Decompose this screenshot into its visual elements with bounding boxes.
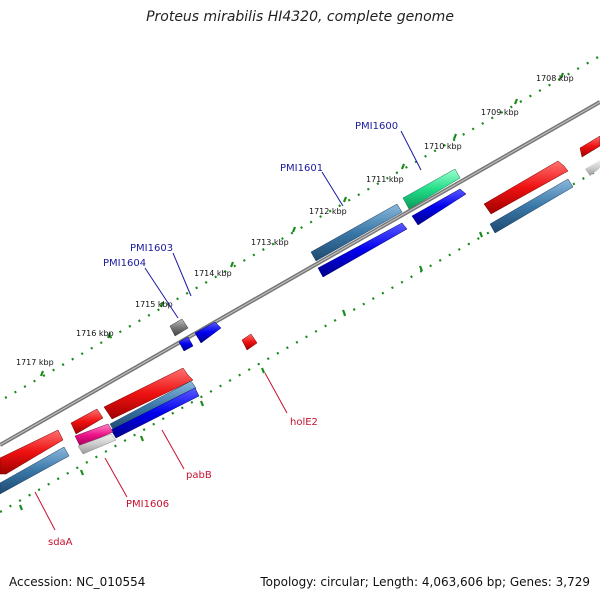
inner-scale-major-ticks [18, 185, 565, 511]
gene-pmi1601[interactable] [310, 203, 403, 262]
gene-light-mid[interactable] [77, 433, 117, 455]
scale-label: 1709 kbp [481, 108, 519, 117]
gene-blue-long[interactable] [317, 222, 408, 278]
scale-label: 1708 kbp [536, 74, 574, 83]
label-pmi1604[interactable]: PMI1604 [103, 258, 146, 269]
label-pmi1601[interactable]: PMI1601 [280, 163, 323, 174]
gene-pmi1600[interactable] [402, 168, 461, 210]
genome-stats-text: Topology: circular; Length: 4,063,606 bp… [260, 575, 590, 589]
map-title: Proteus mirabilis HI4320, complete genom… [146, 9, 454, 25]
scale-label: 1715 kbp [135, 300, 173, 309]
gene-steel-left[interactable] [0, 446, 70, 495]
label-pmi1603[interactable]: PMI1603 [130, 243, 173, 254]
gene-red-small[interactable] [70, 408, 104, 435]
gene-red-edge-right[interactable] [579, 135, 600, 158]
label-pmi1600[interactable]: PMI1600 [355, 121, 398, 132]
scale-label: 1713 kbp [251, 238, 289, 247]
gene-pabb[interactable] [103, 367, 194, 420]
scale-label: 1716 kbp [76, 329, 114, 338]
gene-blue-upper[interactable] [411, 188, 467, 226]
gene-steel-mid[interactable] [109, 380, 197, 432]
scale-label: 1711 kbp [366, 175, 404, 184]
accession-text: Accession: NC_010554 [9, 575, 146, 589]
gene-pmi1604[interactable] [169, 318, 189, 337]
scale-label: 1712 kbp [309, 207, 347, 216]
outer-scale-major-ticks [39, 72, 565, 377]
gene-hole2[interactable] [241, 333, 258, 351]
scale-label: 1714 kbp [194, 269, 232, 278]
gene-light-edge-right[interactable] [585, 160, 600, 176]
scale-labels: 1708 kbp 1709 kbp 1710 kbp 1711 kbp 1712… [16, 74, 574, 367]
gene-pmi1606[interactable] [74, 423, 114, 447]
label-sdaa[interactable]: sdaA [48, 537, 73, 548]
gene-sdaa[interactable] [0, 429, 64, 475]
scale-label: 1717 kbp [16, 358, 54, 367]
scale-label: 1710 kbp [424, 142, 462, 151]
gene-steel-upper-right[interactable] [489, 178, 574, 234]
gene-pmi1603[interactable] [194, 321, 222, 344]
genome-backbone-highlight [0, 101, 600, 446]
gene-blue-small[interactable] [178, 336, 194, 352]
gene-callouts [34, 130, 422, 531]
label-pmi1606[interactable]: PMI1606 [126, 499, 169, 510]
label-pabb[interactable]: pabB [186, 470, 212, 481]
gene-red-upper-right[interactable] [483, 160, 569, 215]
label-hole2[interactable]: holE2 [290, 417, 318, 428]
gene-blue-mid[interactable] [110, 387, 200, 439]
